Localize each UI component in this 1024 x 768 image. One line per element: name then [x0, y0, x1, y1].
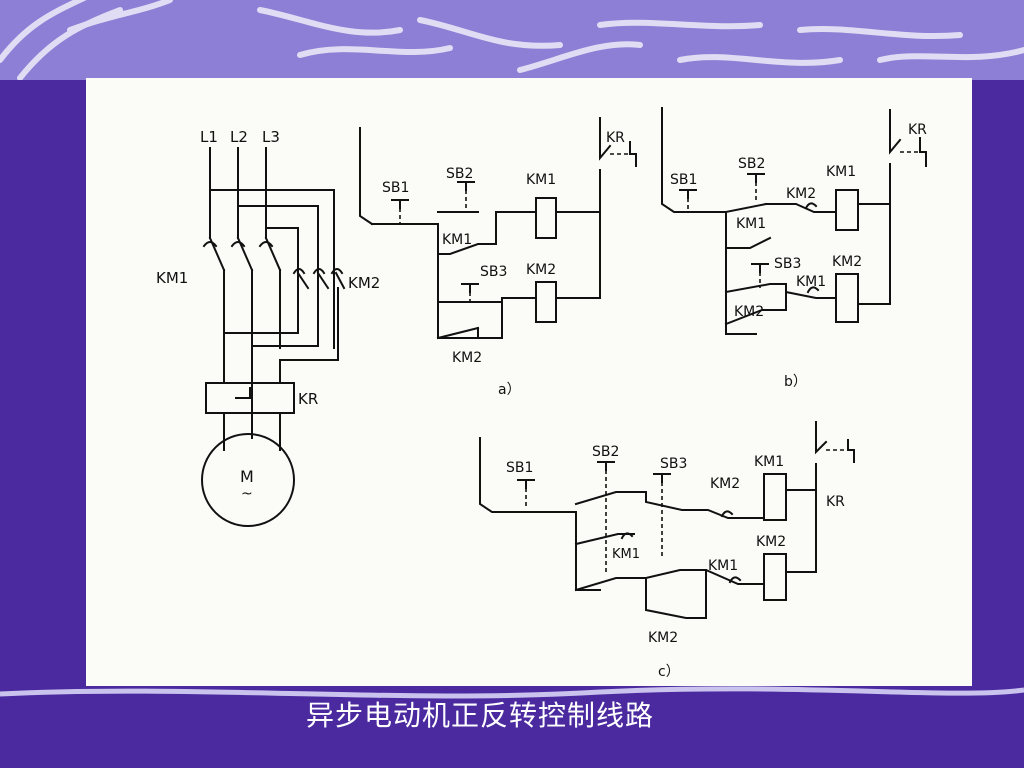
- a-kr-label: KR: [606, 130, 625, 146]
- c-km2-coil: [763, 553, 787, 601]
- a-km1-coil-label: KM1: [526, 172, 556, 188]
- title-banner: [0, 0, 1024, 80]
- b-km1-interlock-label: KM1: [796, 274, 826, 290]
- c-kr-label: KR: [826, 494, 845, 510]
- b-km2-coil-label: KM2: [832, 254, 862, 270]
- c-label: c）: [658, 664, 680, 680]
- c-sb3-label: SB3: [660, 456, 687, 472]
- c-km1-coil-label: KM1: [754, 454, 784, 470]
- c-km2-contact-label: KM2: [648, 630, 678, 646]
- c-km1-contact-label: KM1: [612, 547, 640, 562]
- b-sb3-label: SB3: [774, 256, 801, 272]
- control-circuit-c: SB1 SB2 KM1 SB3 KM2 KM1 KR KM1 KM2 KM2 c…: [479, 421, 855, 680]
- a-km2-coil-label: KM2: [526, 262, 556, 278]
- diagram-panel: L1 L2 L3 KM1 KM2 KR M ~ SB1: [86, 78, 972, 686]
- a-km2-contact-label: KM2: [452, 350, 482, 366]
- a-label: a）: [498, 382, 521, 398]
- b-km2-contact-label: KM2: [734, 304, 764, 320]
- b-label: b）: [784, 374, 807, 390]
- main-kr-label: KR: [298, 390, 318, 408]
- footer-wave: [0, 686, 1024, 699]
- main-circuit: L1 L2 L3 KM1 KM2 KR M ~: [156, 128, 380, 527]
- c-km2-interlock-label: KM2: [710, 476, 740, 492]
- b-km1-contact-label: KM1: [736, 216, 766, 232]
- slide-caption: 异步电动机正反转控制线路: [305, 699, 654, 732]
- b-sb2-label: SB2: [738, 156, 765, 172]
- b-km1-coil: [835, 189, 859, 231]
- line-l2-label: L2: [230, 128, 248, 146]
- line-l3-label: L3: [262, 128, 280, 146]
- b-kr-label: KR: [908, 122, 927, 138]
- a-km1-coil: [535, 197, 557, 239]
- main-km2-label: KM2: [348, 274, 380, 292]
- c-km1-coil: [763, 473, 787, 521]
- b-km2-coil: [835, 273, 859, 323]
- b-sb1-label: SB1: [670, 172, 697, 188]
- c-km2-coil-label: KM2: [756, 534, 786, 550]
- a-sb2-label: SB2: [446, 166, 473, 182]
- a-sb1-label: SB1: [382, 180, 409, 196]
- motor-label: M: [240, 467, 254, 486]
- circuit-diagram: L1 L2 L3 KM1 KM2 KR M ~ SB1: [156, 107, 927, 680]
- b-km2-interlock-label: KM2: [786, 186, 816, 202]
- c-sb1-label: SB1: [506, 460, 533, 476]
- c-sb2-label: SB2: [592, 444, 619, 460]
- motor-ac-symbol: ~: [241, 486, 253, 502]
- wave-decoration: [0, 0, 1024, 80]
- a-sb3-label: SB3: [480, 264, 507, 280]
- control-circuit-a: SB1 SB2 KM1 KM1 KR SB3 KM2 KM2 a）: [359, 117, 637, 398]
- a-km1-contact-label: KM1: [442, 232, 472, 248]
- motor-symbol: [201, 433, 295, 527]
- control-circuit-b: SB1 SB2 KM1 KM2 KM1 KR SB3 KM1 KM2 KM2 b…: [661, 107, 927, 390]
- c-km1-interlock-label: KM1: [708, 558, 738, 574]
- line-l1-label: L1: [200, 128, 218, 146]
- a-km2-coil: [535, 281, 557, 323]
- b-km1-coil-label: KM1: [826, 164, 856, 180]
- main-km1-label: KM1: [156, 269, 188, 287]
